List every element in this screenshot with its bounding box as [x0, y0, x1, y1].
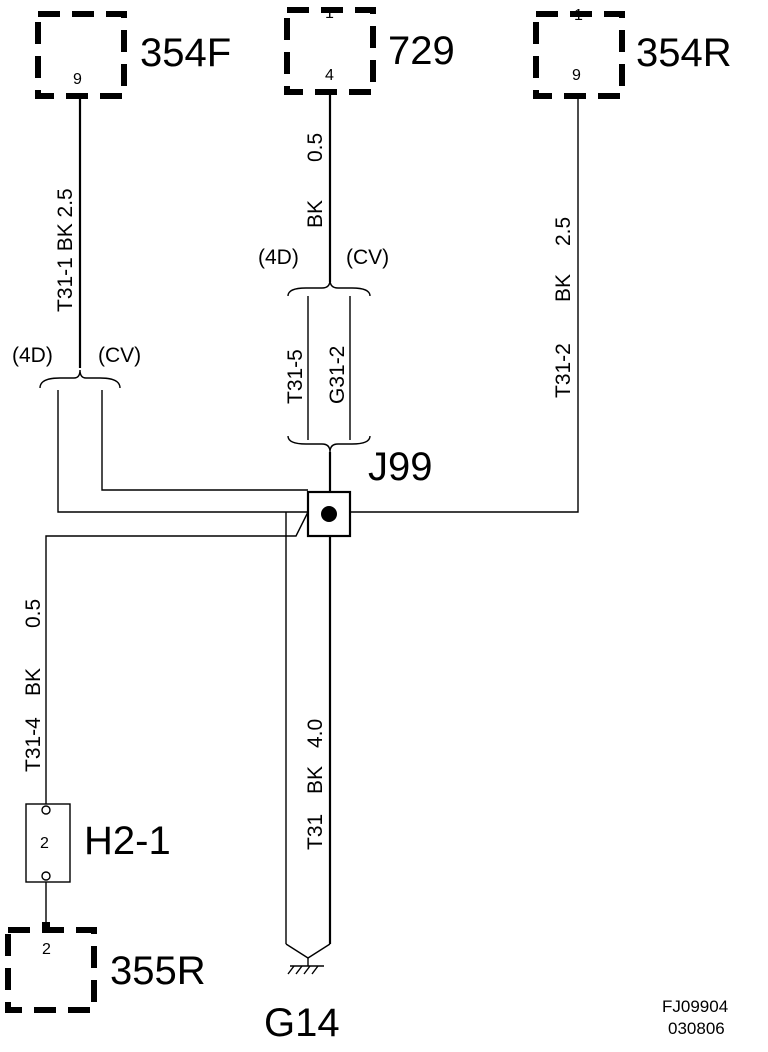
- wire-354f: T31-1 BK 2.5: [54, 96, 82, 368]
- wire-729-color: BK: [304, 200, 327, 228]
- figure-date-code: 030806: [668, 1019, 725, 1038]
- figure-code: FJ09904: [662, 997, 728, 1016]
- connector-355r-box: [5, 927, 97, 1013]
- connector-354r-pin: 9: [572, 67, 581, 84]
- connector-355r-label: 355R: [110, 949, 206, 993]
- wire-h2-1-size: 0.5: [22, 599, 45, 628]
- component-h2-1-label: H2-1: [84, 819, 171, 863]
- wire-354r: T31-2 BK 2.5: [350, 96, 579, 513]
- variant-mid-cv: (CV): [346, 246, 389, 269]
- connector-354r-box: [533, 11, 625, 99]
- splice-j99-dot: [321, 506, 337, 522]
- ground-g14-label: G14: [264, 1001, 340, 1045]
- wire-354f-label: T31-1 BK 2.5: [54, 188, 77, 312]
- wire-g14-size: 4.0: [304, 719, 327, 748]
- branch-t31-5-label: T31-5: [284, 349, 307, 404]
- connector-354r-top-pin: 1: [574, 7, 583, 24]
- variant-brace-left: (4D) (CV): [12, 344, 308, 513]
- connector-354f-label: 354F: [140, 31, 231, 75]
- connector-729-pin: 4: [325, 67, 334, 84]
- connector-729-label: 729: [388, 29, 455, 73]
- wire-354r-circuit: T31-2: [552, 343, 575, 398]
- ground-g14: G14: [264, 958, 340, 1045]
- wire-729: BK 0.5 (4D) (CV) T31-5 G31-2: [258, 92, 389, 492]
- wire-354r-size: 2.5: [552, 217, 575, 246]
- wire-h2-1-color: BK: [22, 668, 45, 696]
- component-h2-1-box: [25, 803, 71, 883]
- connector-729: 729 4 1: [284, 5, 455, 95]
- component-h2-1-pin: 2: [40, 835, 49, 852]
- wire-h2-1-circuit: T31-4: [22, 717, 45, 772]
- variant-left-cv: (CV): [98, 344, 141, 367]
- component-h2-1: 2 H2-1: [25, 803, 171, 926]
- wire-h2-1: T31-4 BK 0.5: [22, 511, 309, 804]
- wire-g14-color: BK: [304, 766, 327, 794]
- splice-j99-label: J99: [368, 445, 433, 489]
- connector-354f: 354F 9: [35, 11, 231, 99]
- branch-g31-2-label: G31-2: [326, 346, 349, 404]
- connector-354f-pin: 9: [73, 71, 82, 88]
- variant-left-4d: (4D): [12, 344, 53, 367]
- wire-354r-color: BK: [552, 274, 575, 302]
- connector-354r: 354R 9 1: [533, 7, 732, 99]
- connector-354r-label: 354R: [636, 31, 732, 75]
- splice-j99: J99: [306, 445, 433, 538]
- wire-g14-circuit: T31: [304, 814, 327, 850]
- connector-355r: 2 355R: [5, 922, 206, 1013]
- variant-mid-4d: (4D): [258, 246, 299, 269]
- wire-729-size: 0.5: [304, 133, 327, 162]
- connector-355r-pin: 2: [42, 941, 51, 958]
- connector-729-top-pin: 1: [325, 5, 334, 22]
- wire-g14: T31 BK 4.0: [285, 512, 332, 959]
